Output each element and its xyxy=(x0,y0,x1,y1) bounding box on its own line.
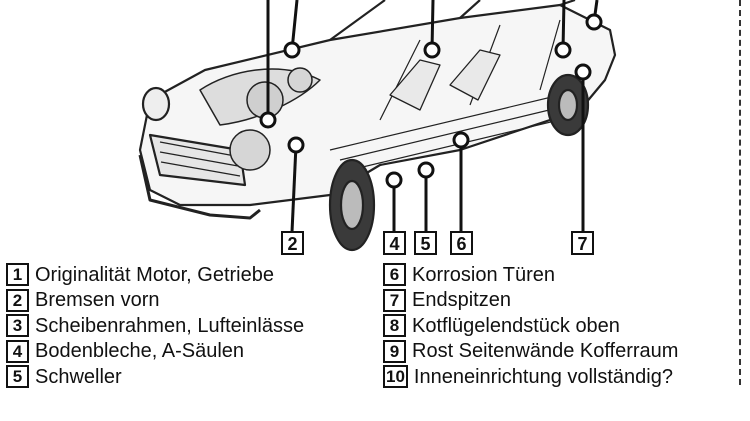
legend-text: Inneneinrichtung vollständig? xyxy=(413,365,673,388)
legend-number: 6 xyxy=(383,263,406,287)
callout-box-5: 5 xyxy=(414,231,437,255)
legend-item: 8 Kotflügelendstück oben xyxy=(383,313,678,339)
legend-number: 2 xyxy=(6,288,29,312)
legend-number: 7 xyxy=(383,288,406,312)
legend-number: 8 xyxy=(383,314,406,338)
legend-number: 4 xyxy=(6,339,29,363)
svg-text:7: 7 xyxy=(577,234,587,254)
legend-number: 1 xyxy=(6,263,29,287)
legend-number: 5 xyxy=(6,365,29,389)
legend-item: 3 Scheibenrahmen, Lufteinlässe xyxy=(6,313,304,339)
legend-text: Endspitzen xyxy=(412,289,511,312)
legend-item: 6 Korrosion Türen xyxy=(383,262,678,288)
callout-box-2: 2 xyxy=(281,231,304,255)
legend-text: Originalität Motor, Getriebe xyxy=(35,263,274,286)
legend-left: 1 Originalität Motor, Getriebe 2 Bremsen… xyxy=(6,262,304,390)
legend-item: 4 Bodenbleche, A-Säulen xyxy=(6,339,304,365)
legend-item: 10 Inneneinrichtung vollständig? xyxy=(383,364,678,390)
callout-box-7: 7 xyxy=(571,231,594,255)
svg-text:5: 5 xyxy=(420,234,430,254)
legend-number: 10 xyxy=(383,365,408,389)
callout-dots xyxy=(259,13,603,189)
legend-text: Schweller xyxy=(35,365,122,388)
legend-number: 9 xyxy=(383,339,406,363)
legend-text: Bremsen vorn xyxy=(35,289,160,312)
dashed-border xyxy=(739,0,741,385)
legend-right: 6 Korrosion Türen 7 Endspitzen 8 Kotflüg… xyxy=(383,262,678,390)
legend-item: 5 Schweller xyxy=(6,364,304,390)
svg-text:4: 4 xyxy=(389,234,399,254)
legend-text: Scheibenrahmen, Lufteinlässe xyxy=(35,314,305,337)
legend-item: 9 Rost Seitenwände Kofferraum xyxy=(383,339,678,365)
car-cutaway-illustration: 2 4 5 6 7 xyxy=(138,0,617,255)
svg-text:6: 6 xyxy=(456,234,466,254)
legend-item: 1 Originalität Motor, Getriebe xyxy=(6,262,304,288)
legend-item: 7 Endspitzen xyxy=(383,288,678,314)
svg-text:2: 2 xyxy=(287,234,297,254)
legend-number: 3 xyxy=(6,314,29,338)
legend-item: 2 Bremsen vorn xyxy=(6,288,304,314)
legend-text: Korrosion Türen xyxy=(412,263,556,286)
callout-box-4: 4 xyxy=(383,231,406,255)
callout-box-6: 6 xyxy=(450,231,473,255)
car-body xyxy=(138,0,617,252)
legend-text: Kotflügelendstück oben xyxy=(412,314,620,337)
legend-text: Rost Seitenwände Kofferraum xyxy=(412,340,679,363)
legend-text: Bodenbleche, A-Säulen xyxy=(35,340,245,363)
